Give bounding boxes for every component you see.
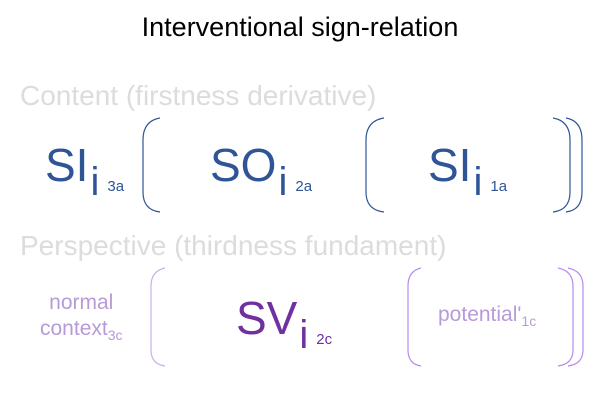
sign-sl-1a: SIi 1a bbox=[428, 139, 507, 202]
right-bracket-inner bbox=[552, 117, 571, 213]
subscript: 3a bbox=[107, 178, 125, 195]
index: i bbox=[90, 160, 100, 204]
right-bracket-outer bbox=[567, 267, 584, 367]
line2: context bbox=[40, 317, 108, 340]
subscript: 1c bbox=[521, 313, 537, 330]
symbol: SI bbox=[428, 139, 472, 191]
content-heading: Content (firstness derivative) bbox=[20, 80, 377, 111]
diagram-title: Interventional sign-relation bbox=[141, 12, 459, 42]
index: i bbox=[299, 313, 309, 357]
left-bracket-outer bbox=[150, 267, 166, 367]
sign-so-2a: SOi 2a bbox=[210, 139, 312, 202]
symbol: SI bbox=[45, 139, 89, 191]
left-bracket-inner bbox=[407, 267, 422, 367]
index: i bbox=[278, 160, 288, 204]
line1: normal bbox=[49, 291, 114, 314]
subscript: 1a bbox=[490, 178, 508, 195]
sign-sv-2c: SVi 2c bbox=[236, 292, 332, 355]
subscript: 3c bbox=[107, 327, 123, 344]
right-bracket-outer bbox=[565, 117, 583, 213]
index: i bbox=[473, 160, 483, 204]
left-bracket-outer bbox=[142, 117, 161, 213]
label: potential' bbox=[438, 303, 522, 326]
symbol: SV bbox=[236, 292, 298, 344]
right-bracket-inner bbox=[557, 267, 574, 367]
symbol: SO bbox=[210, 139, 277, 191]
subscript: 2a bbox=[295, 178, 313, 195]
subscript: 2c bbox=[316, 331, 333, 348]
sign-sl-3a: SIi 3a bbox=[45, 139, 124, 202]
perspective-heading: Perspective (thirdness fundament) bbox=[20, 230, 447, 261]
left-bracket-inner bbox=[365, 117, 385, 213]
potential-label: potential'1c bbox=[438, 302, 536, 334]
normal-context-label: normal context3c bbox=[40, 290, 123, 348]
